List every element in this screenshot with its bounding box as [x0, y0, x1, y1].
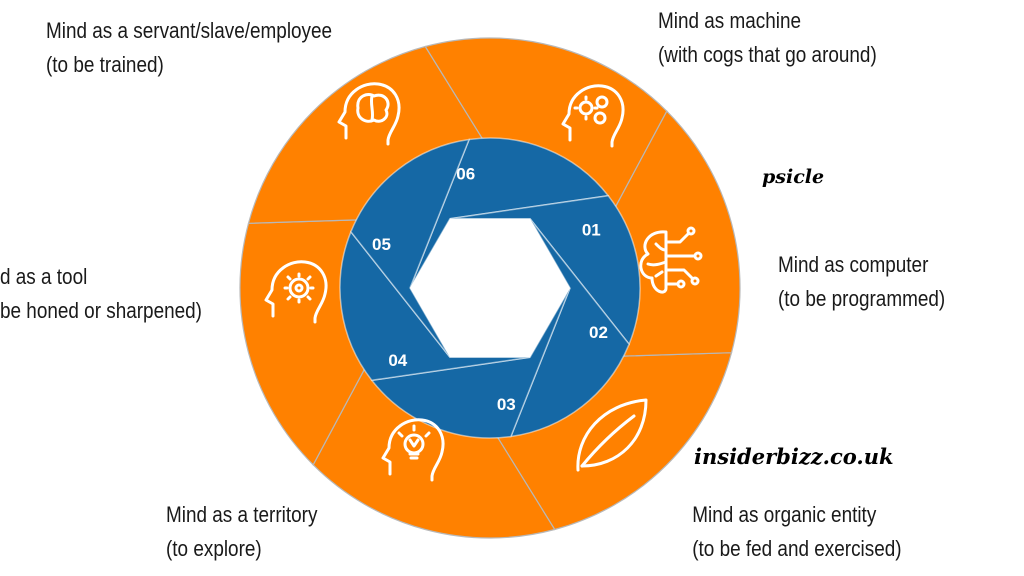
label-title: Mind as computer: [778, 252, 929, 277]
label-subtitle: (to be programmed): [778, 286, 946, 311]
label-title: Mind as organic entity: [692, 502, 877, 527]
label-title: Mind as machine: [658, 8, 802, 33]
head-lightbulb-icon: [381, 418, 445, 482]
segment-number-04: 04: [388, 351, 407, 370]
label-subtitle: (with cogs that go around): [658, 42, 877, 67]
head-cogs-icon: [561, 84, 625, 148]
outer-segment-01: [497, 352, 733, 531]
segment-label-02: Mind as computer (to be programmed): [778, 248, 945, 316]
segment-number-02: 02: [589, 323, 608, 342]
label-subtitle: (to be fed and exercised): [692, 536, 902, 561]
label-subtitle: be honed or sharpened): [0, 298, 202, 323]
label-subtitle: (to be trained): [46, 52, 164, 77]
outer-segment-06: [615, 110, 741, 357]
outer-segment-05: [424, 37, 668, 208]
label-title: Mind as a territory: [166, 502, 318, 527]
label-title: d as a tool: [0, 264, 88, 289]
center-hexagon: [410, 218, 570, 358]
outer-segment-03: [239, 219, 365, 466]
segment-label-05: d as a tool be honed or sharpened): [0, 260, 202, 328]
segment-label-01: Mind as machine (with cogs that go aroun…: [658, 4, 877, 72]
segment-number-05: 05: [372, 235, 391, 254]
segment-label-04: Mind as a territory (to explore): [166, 498, 317, 566]
brain-circuit-icon: [639, 226, 703, 294]
outer-segment-04: [247, 45, 483, 224]
insiderbizz-watermark: insiderbizz.co.uk: [694, 444, 894, 469]
segment-number-01: 01: [582, 221, 601, 240]
leaf-icon: [576, 398, 648, 472]
segment-label-06: Mind as a servant/slave/employee (to be …: [46, 14, 332, 82]
segment-number-06: 06: [456, 165, 475, 184]
label-title: Mind as a servant/slave/employee: [46, 18, 333, 43]
head-gear-icon: [264, 260, 328, 324]
psicle-watermark: psicle: [762, 166, 825, 188]
segment-label-03: Mind as organic entity (to be fed and ex…: [692, 498, 964, 566]
inner-blade: [350, 138, 471, 358]
segment-number-03: 03: [497, 395, 516, 414]
outer-segment-02: [312, 368, 556, 539]
label-subtitle: (to explore): [166, 536, 262, 561]
head-brain-icon: [337, 82, 401, 146]
